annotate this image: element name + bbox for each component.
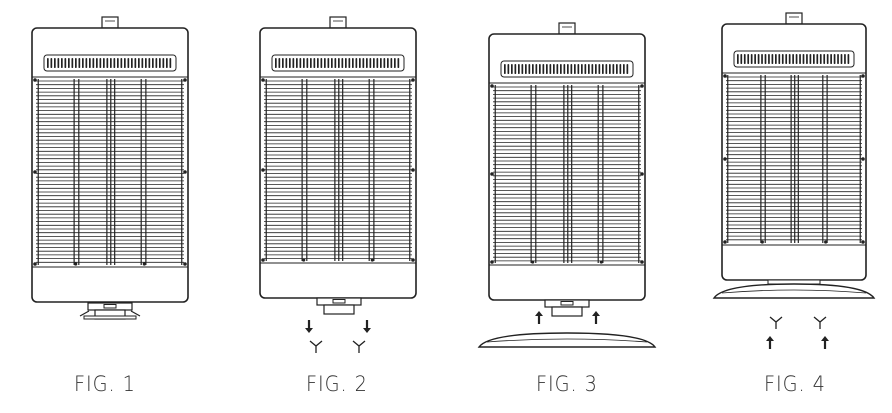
fig4-heater	[721, 12, 867, 285]
wing-screw-icon	[813, 316, 827, 329]
top-knob	[785, 12, 803, 25]
fig1-heater	[31, 16, 189, 320]
heating-grille	[264, 79, 412, 261]
heater-body	[31, 27, 189, 303]
wing-screw-icon	[352, 340, 366, 353]
wing-screw-icon	[769, 316, 783, 329]
stand-base	[712, 283, 876, 299]
top-knob	[101, 16, 119, 29]
heating-grille	[726, 75, 862, 243]
stand-base	[477, 332, 657, 348]
fig2-caption: FIG. 2	[306, 372, 368, 396]
heating-grille	[36, 79, 184, 265]
fig2-heater	[259, 16, 417, 315]
wing-screw-icon	[309, 340, 323, 353]
fig4-caption: FIG. 4	[764, 372, 826, 396]
top-knob	[558, 22, 576, 35]
top-knob	[329, 16, 347, 29]
base-mount-block	[551, 306, 583, 317]
wing-screw-icon	[79, 310, 141, 317]
assembly-parts	[305, 283, 876, 353]
base-mount-block	[323, 304, 355, 315]
fig3-heater	[488, 22, 646, 317]
heating-grille	[493, 85, 641, 263]
fig1-caption: FIG. 1	[74, 372, 136, 396]
fig3-caption: FIG. 3	[536, 372, 598, 396]
